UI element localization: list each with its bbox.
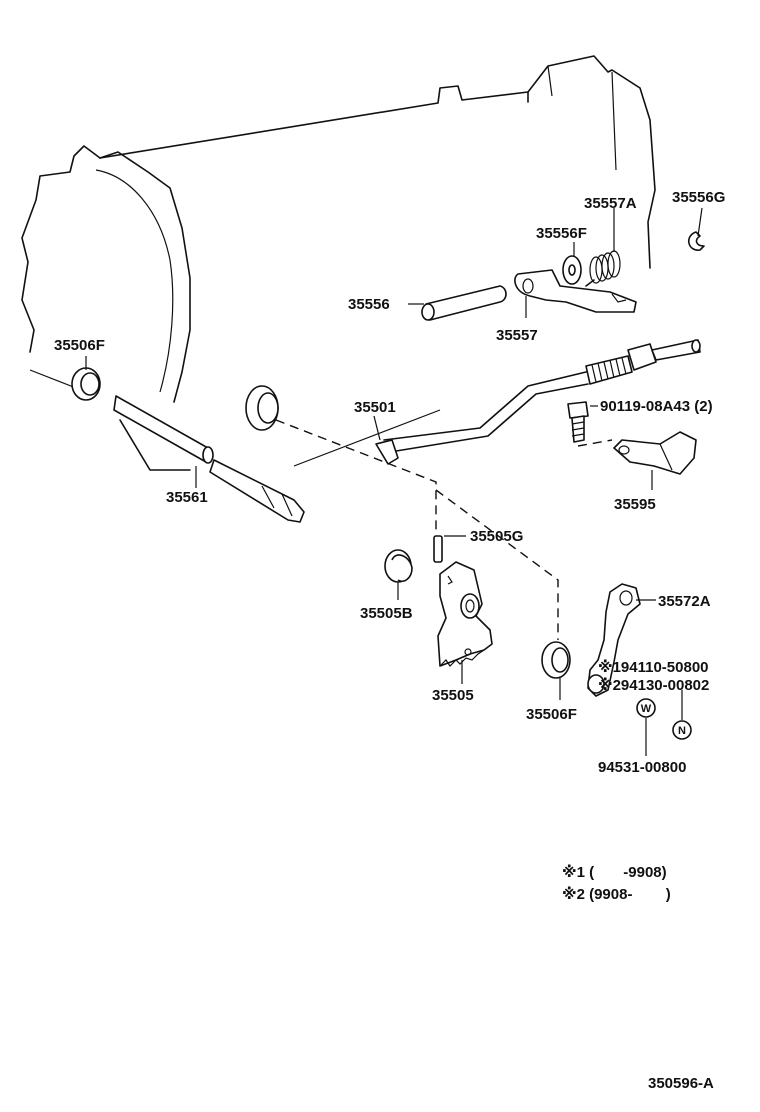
- bracket-35595: [613, 431, 697, 475]
- pin-35505G: [433, 535, 443, 563]
- label-35505B: 35505B: [360, 605, 413, 622]
- notes: ※1 ( -9908) ※2 (9908- ): [562, 863, 671, 903]
- leader-lines: [85, 207, 703, 756]
- label-35501: 35501: [354, 399, 396, 416]
- svg-text:W: W: [641, 703, 652, 715]
- label-35556F: 35556F: [536, 225, 587, 242]
- bushing-35505B: [384, 549, 413, 583]
- washer-35556F: [562, 255, 582, 285]
- clip-35556G: [688, 231, 705, 251]
- lever-35572A: [587, 583, 641, 697]
- label-194110: ※194110-50800: [598, 658, 709, 676]
- part-labels: 35557A 35556G 35556F 35556 35557 35506F …: [54, 189, 725, 776]
- bolt-90119: [567, 401, 589, 443]
- oil-seal-35506F-top: [71, 367, 101, 401]
- symbol-w: W: [636, 698, 656, 718]
- control-rod-35501: [293, 339, 701, 467]
- label-90119: 90119-08A43 (2): [600, 398, 713, 415]
- lever-35557: [514, 269, 637, 313]
- label-35557A: 35557A: [584, 195, 637, 212]
- svg-text:N: N: [678, 725, 686, 737]
- symbol-n: N: [672, 720, 692, 740]
- label-94531: 94531-00800: [598, 759, 686, 776]
- label-35557: 35557: [496, 327, 538, 344]
- note-1: ※1 ( -9908): [562, 863, 667, 881]
- label-35556G: 35556G: [672, 189, 725, 206]
- label-35561: 35561: [166, 489, 208, 506]
- note-2: ※2 (9908- ): [562, 885, 671, 903]
- bushing-35501: [245, 385, 279, 431]
- pin-35556: [421, 285, 507, 321]
- transmission-housing: [21, 55, 656, 471]
- shaft-35561: [113, 395, 305, 523]
- label-35505G: 35505G: [470, 528, 523, 545]
- label-35556: 35556: [348, 296, 390, 313]
- label-35506F-bottom: 35506F: [526, 706, 577, 723]
- label-35505: 35505: [432, 687, 474, 704]
- diagram-code: 350596-A: [648, 1075, 714, 1092]
- label-35595: 35595: [614, 496, 656, 513]
- oil-seal-35506F-bottom: [541, 641, 571, 679]
- assembly-lines: [29, 369, 613, 640]
- detent-plate-35505: [437, 561, 493, 667]
- spring-35557A: [585, 250, 621, 287]
- label-35506F-top: 35506F: [54, 337, 105, 354]
- label-35572A: 35572A: [658, 593, 711, 610]
- label-294130: ※294130-00802: [598, 676, 709, 694]
